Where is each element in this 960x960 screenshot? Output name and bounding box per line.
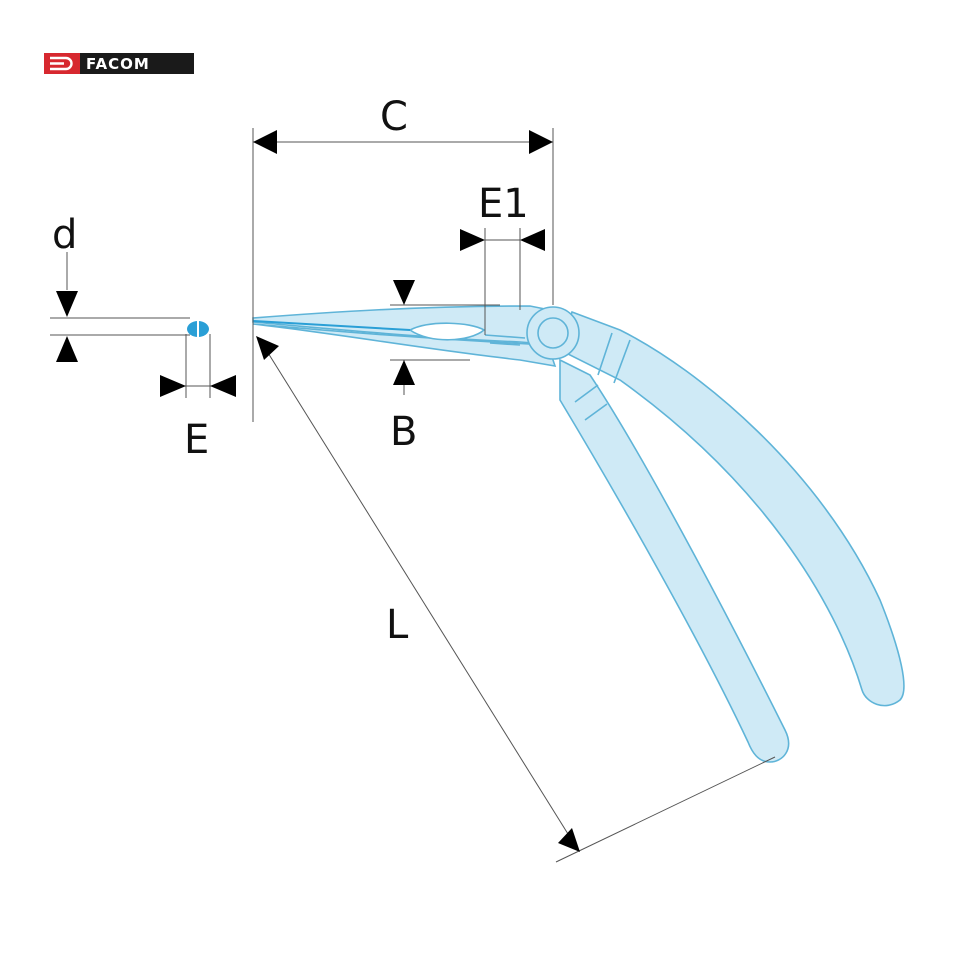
arrow-l-bottom [558, 828, 580, 852]
arrow-d-top [56, 291, 78, 317]
left-handle [559, 358, 790, 763]
label-e: E [184, 417, 209, 463]
arrowheads [56, 130, 580, 852]
dimension-lines [50, 128, 776, 863]
arrow-e-right [210, 375, 236, 397]
arrow-b-bottom [393, 360, 415, 385]
brand-name: FACOM [86, 55, 150, 73]
arrow-c-left [253, 130, 277, 154]
arrow-b-top [393, 280, 415, 305]
arrow-d-bottom [56, 336, 78, 362]
plier-drawing [252, 305, 905, 763]
pivot-center [537, 317, 569, 349]
arrow-e1-right [520, 229, 545, 251]
right-handle [559, 310, 905, 707]
facom-logo-icon: FACOM [44, 53, 194, 74]
label-e1: E1 [478, 181, 529, 227]
arrow-e1-left [460, 229, 485, 251]
cutter-opening [408, 322, 486, 341]
arrow-c-right [529, 130, 553, 154]
label-c: C [380, 94, 408, 140]
arrow-l-top [256, 336, 279, 360]
label-l: L [386, 602, 409, 648]
label-d: d [52, 212, 77, 258]
tip-cross-section-icon [187, 321, 209, 337]
arrow-e-left [160, 375, 186, 397]
label-b: B [390, 409, 417, 455]
